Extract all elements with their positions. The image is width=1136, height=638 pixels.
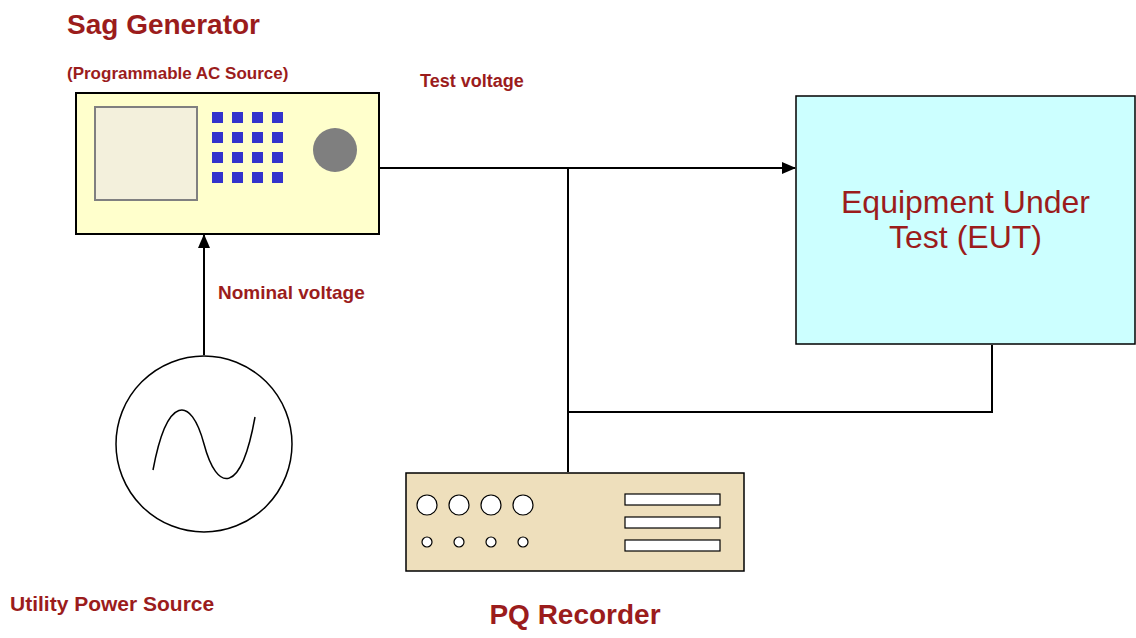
wire-connector [380, 168, 568, 472]
keypad-key [212, 152, 223, 163]
keypad-key [252, 152, 263, 163]
edge-label: Nominal voltage [216, 283, 367, 304]
recorder-jack [454, 537, 464, 547]
keypad-key [232, 152, 243, 163]
recorder-slot [625, 517, 720, 528]
keypad-key [272, 132, 283, 143]
node-label: PQ Recorder [489, 600, 660, 631]
keypad-key [272, 172, 283, 183]
node-label: Utility Power Source [10, 592, 214, 615]
keypad-key [212, 112, 223, 123]
device-knob [313, 128, 357, 172]
keypad-key [272, 152, 283, 163]
source-circle [116, 356, 292, 532]
keypad-key [232, 132, 243, 143]
edge-label: Test voltage [418, 72, 526, 92]
device-body [76, 93, 379, 234]
node-subtitle: (Programmable AC Source) [67, 65, 288, 84]
keypad-key [232, 172, 243, 183]
sag-generator-shape [75, 92, 380, 235]
utility-source-shape [115, 355, 293, 533]
device-screen [95, 107, 197, 200]
recorder-jack [422, 537, 432, 547]
pq-recorder: PQ Recorder [405, 472, 745, 572]
recorder-dial [513, 495, 533, 515]
sine-wave [153, 410, 255, 479]
wire-connector [568, 345, 992, 472]
node-label: Equipment Under Test (EUT) [815, 185, 1116, 255]
recorder-dial [481, 495, 501, 515]
recorder-jack [518, 537, 528, 547]
utility-source: Utility Power Source [115, 355, 293, 533]
recorder-body [406, 473, 744, 571]
pq-recorder-shape [405, 472, 745, 572]
keypad-key [252, 132, 263, 143]
sag-generator: Sag Generator(Programmable AC Source) [75, 92, 380, 235]
recorder-jack [486, 537, 496, 547]
wire-connector [203, 235, 205, 355]
equipment-box: Equipment Under Test (EUT) [795, 95, 1136, 345]
keypad-key [212, 172, 223, 183]
keypad-key [272, 112, 283, 123]
node-label: Sag Generator [67, 10, 260, 41]
keypad-key [232, 112, 243, 123]
recorder-slot [625, 494, 720, 505]
recorder-slot [625, 540, 720, 551]
equipment-outline [796, 96, 1135, 344]
recorder-dial [417, 495, 437, 515]
keypad-key [252, 172, 263, 183]
keypad-key [212, 132, 223, 143]
keypad-key [252, 112, 263, 123]
recorder-dial [449, 495, 469, 515]
